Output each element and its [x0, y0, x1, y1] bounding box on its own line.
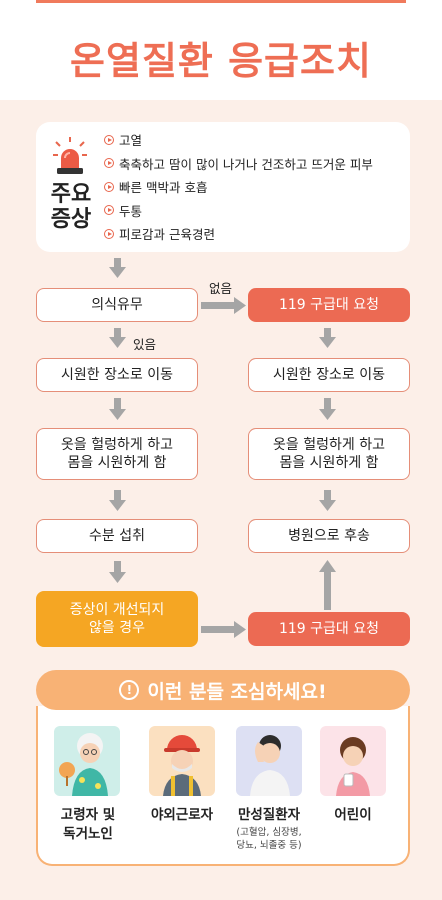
bullet-icon	[104, 228, 114, 239]
consciousness-check-box: 의식유무	[36, 288, 198, 322]
call-119-box: 119 구급대 요청	[248, 288, 410, 322]
group-name-elderly: 고령자 및 독거노인	[43, 806, 133, 844]
arrow-down-icon	[109, 490, 126, 511]
arrow-down-icon	[109, 561, 126, 583]
outdoor-worker-icon	[149, 726, 215, 796]
siren-icon	[53, 137, 87, 174]
not-improved-box: 증상이 개선되지 않을 경우	[36, 591, 198, 647]
symptoms-label-line1: 주요	[50, 182, 92, 207]
group-name-chronic-patient: 만성질환자	[237, 807, 301, 823]
group-sub-line: 당뇨, 뇌졸중 등)	[236, 840, 302, 851]
caution-banner-text: 이런 분들 조심하세요!	[147, 680, 327, 703]
symptom-item: 축축하고 땀이 많이 나거나 건조하고 뜨거운 피부	[104, 152, 373, 176]
page-title: 온열질환 응급조치	[70, 39, 372, 83]
symptoms-label-line2: 증상	[50, 207, 92, 232]
absent-label: 없음	[209, 281, 233, 296]
arrow-down-icon	[319, 328, 336, 348]
hydrate-box: 수분 섭취	[36, 519, 198, 553]
symptom-text: 빠른 맥박과 호흡	[119, 180, 208, 196]
bullet-icon	[104, 205, 114, 216]
top-divider	[36, 0, 406, 3]
arrow-right-icon	[201, 621, 246, 638]
child-icon	[320, 726, 386, 796]
symptom-text: 두통	[119, 203, 143, 219]
symptom-item: 피로감과 근육경련	[104, 222, 373, 246]
bullet-icon	[104, 158, 114, 169]
symptom-text: 피로감과 근육경련	[119, 227, 215, 243]
group-name-outdoor-worker: 야외근로자	[150, 807, 214, 823]
arrow-up-icon	[319, 560, 336, 610]
move-cool-place-box-right: 시원한 장소로 이동	[248, 358, 410, 392]
hospital-transfer-box: 병원으로 후송	[248, 519, 410, 553]
arrow-down-icon	[109, 328, 126, 348]
bullet-icon	[104, 181, 114, 192]
move-cool-place-box: 시원한 장소로 이동	[36, 358, 198, 392]
group-name-line: 고령자 및	[60, 807, 116, 823]
loosen-clothes-box: 옷을 헐렁하게 하고 몸을 시원하게 함	[36, 428, 198, 480]
caution-banner: ! 이런 분들 조심하세요!	[36, 670, 410, 710]
not-improved-line2: 않을 경우	[89, 620, 145, 636]
group-sub-line: (고혈압, 심장병,	[236, 827, 302, 838]
arrow-down-icon	[109, 398, 126, 420]
arrow-right-icon	[201, 297, 246, 314]
symptom-item: 고열	[104, 128, 373, 152]
not-improved-line1: 증상이 개선되지	[69, 602, 165, 618]
symptoms-card	[36, 122, 410, 252]
group-sub-chronic-patient: (고혈압, 심장병, 당뇨, 뇌졸중 등)	[219, 826, 319, 852]
arrow-down-icon	[319, 398, 336, 420]
arrow-down-icon	[319, 490, 336, 511]
present-label: 있음	[133, 337, 157, 352]
symptoms-label: 주요 증상	[42, 182, 100, 232]
bullet-icon	[104, 134, 114, 145]
arrow-down-icon	[109, 258, 126, 278]
call-119-bottom-box: 119 구급대 요청	[248, 612, 410, 646]
symptom-list: 고열 축축하고 땀이 많이 나거나 건조하고 뜨거운 피부 빠른 맥박과 호흡 …	[104, 128, 373, 246]
symptom-text: 고열	[119, 133, 143, 149]
loosen-line2: 몸을 시원하게 함	[279, 455, 379, 471]
elderly-person-icon	[54, 726, 120, 796]
group-name-child: 어린이	[334, 807, 372, 823]
symptom-item: 두통	[104, 199, 373, 223]
exclamation-icon: !	[119, 680, 140, 700]
symptom-text: 축축하고 땀이 많이 나거나 건조하고 뜨거운 피부	[119, 156, 373, 172]
group-name-line: 독거노인	[63, 826, 113, 842]
loosen-line1: 옷을 헐렁하게 하고	[61, 437, 173, 453]
chronic-patient-icon	[236, 726, 302, 796]
loosen-clothes-box-right: 옷을 헐렁하게 하고 몸을 시원하게 함	[248, 428, 410, 480]
symptom-item: 빠른 맥박과 호흡	[104, 175, 373, 199]
loosen-line2: 몸을 시원하게 함	[67, 455, 167, 471]
loosen-line1: 옷을 헐렁하게 하고	[273, 437, 385, 453]
